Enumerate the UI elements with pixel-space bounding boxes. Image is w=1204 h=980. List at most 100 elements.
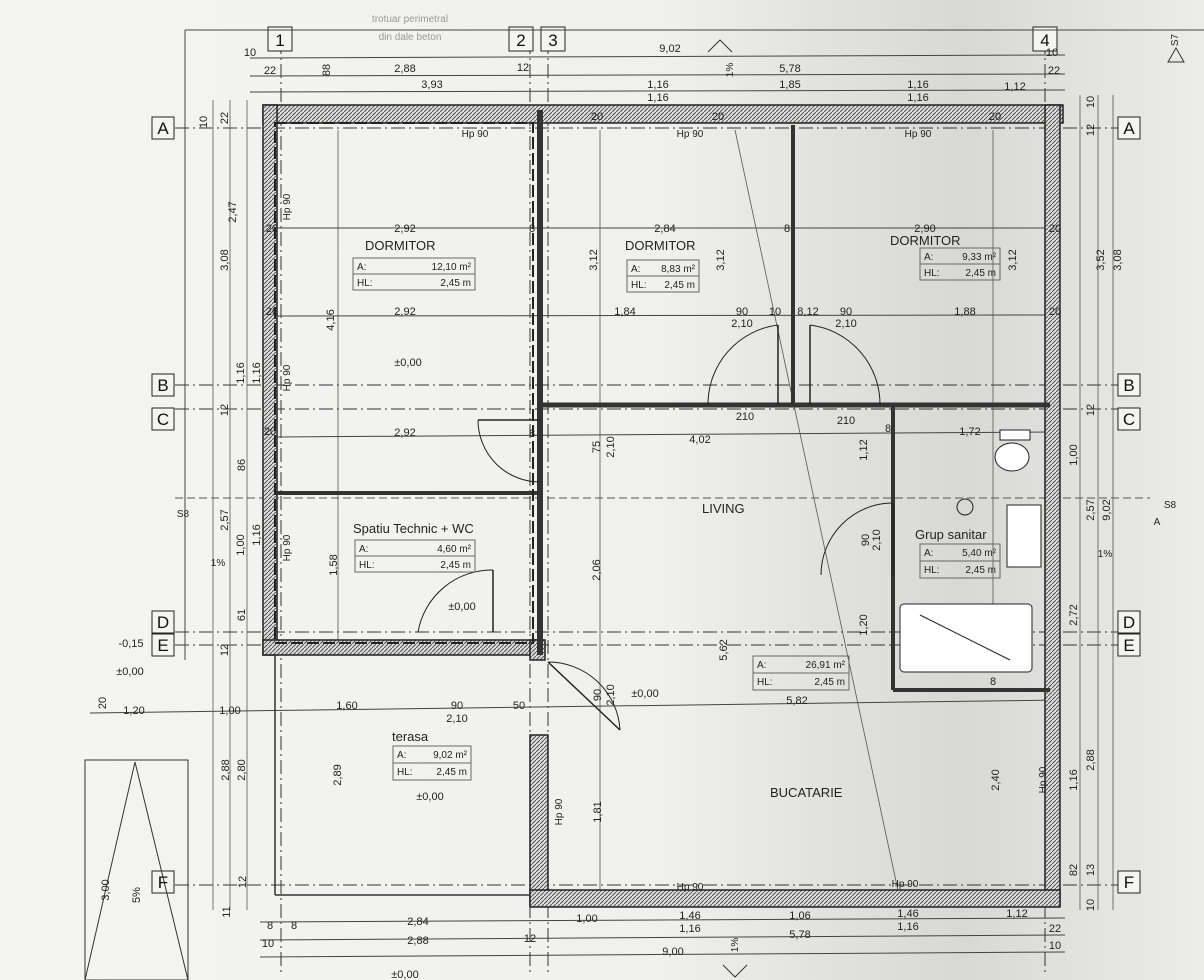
dimension-label: 210 xyxy=(837,415,855,427)
level-mark: ±0,00 xyxy=(116,666,143,678)
window-tag: Hp 90 xyxy=(282,193,293,220)
dimension-label: 20 xyxy=(266,306,278,318)
room-height-label: HL: xyxy=(631,280,647,291)
slope-arrow-down-icon xyxy=(722,964,748,978)
room-area-label: A: xyxy=(757,660,766,671)
dimension-label: 61 xyxy=(236,609,248,621)
grid-axis-label-right-C: C xyxy=(1123,410,1135,429)
room-height-value: 2,45 m xyxy=(664,280,695,291)
grid-axis-label-3: 3 xyxy=(548,31,557,50)
dimension-label: 90 xyxy=(451,700,463,712)
annotation-slope-left: 1% xyxy=(211,558,226,569)
grid-axis-label-left-E: E xyxy=(157,636,168,655)
dimension-label: 20 xyxy=(1049,306,1061,318)
dimension-label: 1,00 xyxy=(219,705,240,717)
dimension-label: 2,40 xyxy=(990,769,1002,790)
dimension-line xyxy=(259,917,1066,923)
dimension-label: 2,88 xyxy=(394,63,415,75)
grid-axis-label-left-F: F xyxy=(158,873,168,892)
grid-axis-label-right-E: E xyxy=(1123,636,1134,655)
grid-axis-box xyxy=(151,633,175,657)
dimension-label: 1,16 xyxy=(897,921,918,933)
dimension-label: 3,08 xyxy=(1112,249,1124,270)
annotation-section-left: S8 xyxy=(177,509,190,520)
door-swing-arc xyxy=(547,661,621,731)
window-tag: Hp 90 xyxy=(462,129,489,140)
dimension-label: 22 xyxy=(219,112,231,124)
annotation-slope-right: 1% xyxy=(1098,549,1113,560)
room-area-label: A: xyxy=(397,750,406,761)
dimension-label: 2,80 xyxy=(236,759,248,780)
dimension-label: 8 xyxy=(529,223,535,235)
dimension-label: 2,90 xyxy=(914,223,935,235)
door-swing-arc xyxy=(707,324,779,406)
room-height-value: 2,45 m xyxy=(440,278,471,289)
grid-axis-box xyxy=(540,26,566,52)
dimension-label: 10 xyxy=(1049,940,1061,952)
dimension-label: 8,12 xyxy=(797,306,818,318)
window-tag: Hp 90 xyxy=(677,882,704,893)
dimension-label: 10 xyxy=(262,938,274,950)
dimension-label: 2,10 xyxy=(605,436,617,457)
level-mark: ±0,00 xyxy=(631,688,658,700)
dimension-label: 12 xyxy=(1085,124,1097,136)
sanitary-fixtures xyxy=(84,39,1185,980)
dimension-label: 1,12 xyxy=(1006,908,1027,920)
dimension-label: 50 xyxy=(513,700,525,712)
room-name: DORMITOR xyxy=(625,238,696,253)
dimension-label: 8 xyxy=(267,920,273,932)
dimension-label: 1,16 xyxy=(1068,769,1080,790)
dimension-line xyxy=(89,699,1061,714)
dimension-label: 3,12 xyxy=(1007,249,1019,270)
dimension-label: 8 xyxy=(990,676,996,688)
annotation-section-top: S7 xyxy=(1170,33,1181,46)
room-area-value: 12,10 m² xyxy=(432,262,472,273)
level-mark: ±0,00 xyxy=(448,601,475,613)
grid-axis-box xyxy=(1117,633,1141,657)
dimension-label: 5,62 xyxy=(718,639,730,660)
dimension-label: 12 xyxy=(517,62,529,74)
dimension-label: 3,12 xyxy=(588,249,600,270)
bedroom-outline xyxy=(274,122,534,644)
room-height-value: 2,45 m xyxy=(814,677,845,688)
level-mark: ±0,00 xyxy=(391,969,418,980)
dimension-label: 10 xyxy=(1085,96,1097,108)
dimension-label: 4,16 xyxy=(325,309,337,330)
grid-axis-label-right-F: F xyxy=(1124,873,1134,892)
room-area-label: A: xyxy=(359,544,368,555)
dimension-label: 1,60 xyxy=(336,700,357,712)
room-name: Spatiu Technic + WC xyxy=(353,521,474,536)
dimension-label: 10 xyxy=(198,116,210,128)
dimension-label: 2,88 xyxy=(407,935,428,947)
room-area-label: A: xyxy=(924,548,933,559)
dimension-label: 8 xyxy=(291,920,297,932)
grid-axis-label-left-C: C xyxy=(157,410,169,429)
bathtub-drain-line xyxy=(919,614,1011,661)
door-swing-arc xyxy=(477,419,541,483)
grid-axis-box xyxy=(151,870,175,894)
room-name: LIVING xyxy=(702,501,745,516)
dimension-label: 1,06 xyxy=(789,910,810,922)
window-tag: Hp 90 xyxy=(554,798,565,825)
dimension-label: 2,57 xyxy=(1085,499,1097,520)
dimension-label: 5,78 xyxy=(789,929,810,941)
dimension-label: 1,00 xyxy=(1068,444,1080,465)
room-height-label: HL: xyxy=(757,677,773,688)
grid-axis-box xyxy=(1032,26,1058,52)
grid-axis-box xyxy=(1117,407,1141,431)
window-tag: Hp 90 xyxy=(1038,766,1049,793)
room-height-value: 2,45 m xyxy=(965,565,996,576)
room-name: terasa xyxy=(392,729,429,744)
room-area-value: 8,83 m² xyxy=(661,264,696,275)
dimension-line xyxy=(259,951,1066,958)
dimension-label: 1,46 xyxy=(897,908,918,920)
grid-axis-box xyxy=(1117,373,1141,397)
dimension-label: 1,16 xyxy=(251,362,263,383)
dimension-label: 2,10 xyxy=(731,318,752,330)
dimension-label: 9,02 xyxy=(659,43,680,55)
dimension-label: 1,88 xyxy=(954,306,975,318)
dimension-label: 2,10 xyxy=(835,318,856,330)
dimension-label: 1,85 xyxy=(779,79,800,91)
